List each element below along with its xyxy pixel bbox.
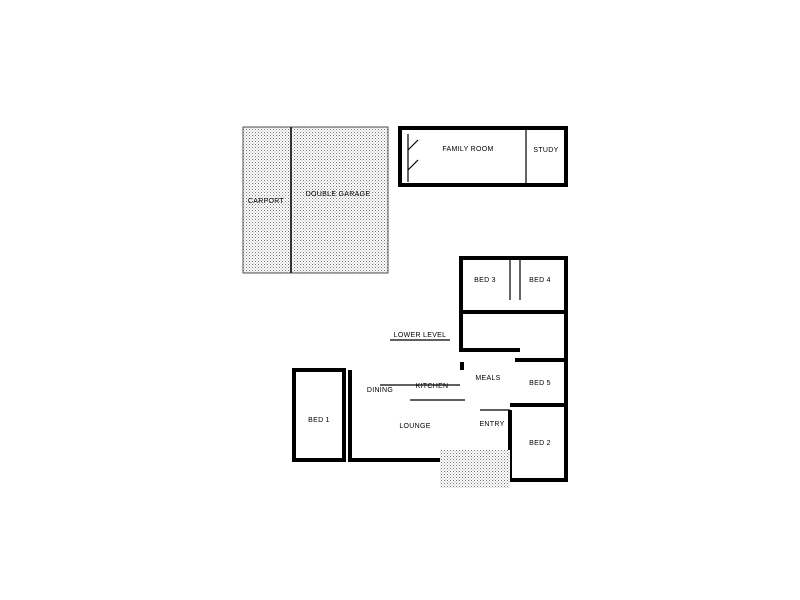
entry-label: ENTRY bbox=[479, 421, 504, 428]
family-room-label: FAMILY ROOM bbox=[442, 146, 493, 153]
bed5-label: BED 5 bbox=[529, 380, 551, 387]
bed1-label: BED 1 bbox=[308, 417, 330, 424]
garage-label: DOUBLE GARAGE bbox=[306, 191, 371, 198]
bed3-label: BED 3 bbox=[474, 277, 496, 284]
carport-label: CARPORT bbox=[248, 198, 285, 205]
kitchen-label: KITCHEN bbox=[416, 383, 449, 390]
study-label: STUDY bbox=[533, 147, 558, 154]
main-house: MEALS KITCHEN DINING BED 1 LOUNGE ENTRY … bbox=[292, 312, 568, 488]
bed4-label: BED 4 bbox=[529, 277, 551, 284]
lower-level-tag: LOWER LEVEL bbox=[390, 332, 450, 341]
garage-block: CARPORT DOUBLE GARAGE bbox=[242, 126, 389, 274]
family-room-block: FAMILY ROOM STUDY bbox=[398, 126, 568, 187]
meals-label: MEALS bbox=[475, 375, 500, 382]
bed2-label: BED 2 bbox=[529, 440, 551, 447]
lower-level-label: LOWER LEVEL bbox=[394, 332, 447, 339]
upper-bedrooms: BED 3 BED 4 bbox=[459, 256, 568, 314]
lounge-label: LOUNGE bbox=[399, 423, 430, 430]
dining-label: DINING bbox=[367, 387, 393, 394]
